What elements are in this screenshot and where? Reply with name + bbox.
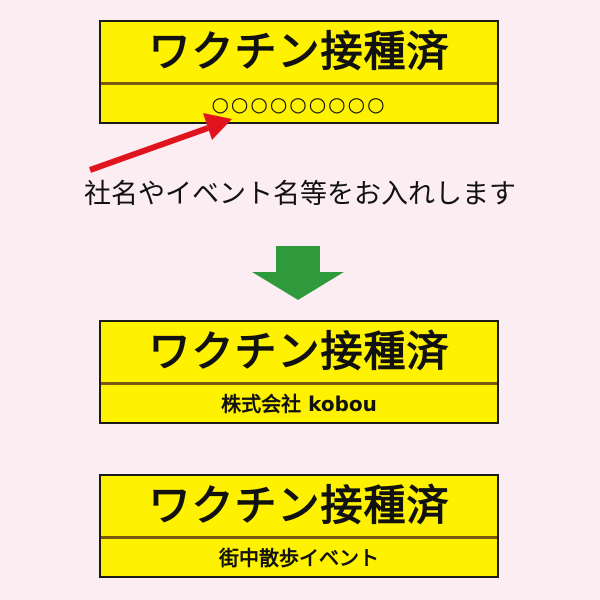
badge-divider	[101, 82, 497, 85]
instruction-text: 社名やイベント名等をお入れします	[84, 179, 516, 210]
green-down-arrow-icon	[252, 246, 344, 300]
badge-example-event: ワクチン接種済 街中散歩イベント	[99, 474, 499, 578]
badge-subtitle: 街中散歩イベント	[219, 545, 379, 570]
badge-title: ワクチン接種済	[148, 481, 450, 530]
badge-divider	[101, 382, 497, 385]
badge-title: ワクチン接種済	[148, 27, 450, 76]
badge-subtitle: 株式会社 kobou	[221, 391, 377, 416]
badge-divider	[101, 536, 497, 539]
badge-template: ワクチン接種済 ○○○○○○○○○	[99, 20, 499, 124]
badge-example-company: ワクチン接種済 株式会社 kobou	[99, 320, 499, 424]
badge-title: ワクチン接種済	[148, 327, 450, 376]
badge-subtitle-placeholder: ○○○○○○○○○	[211, 91, 387, 116]
